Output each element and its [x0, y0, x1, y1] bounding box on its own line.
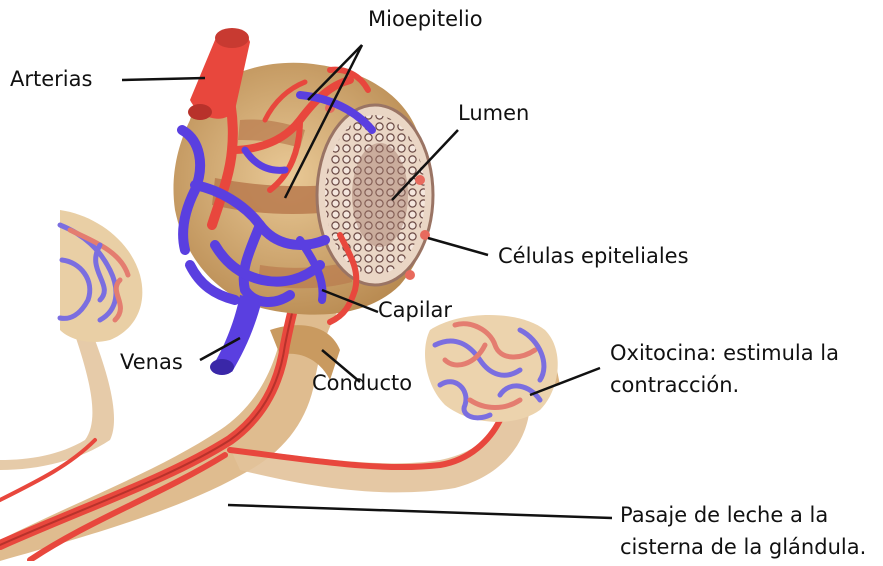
label-pasaje-line1: Pasaje de leche a la — [620, 502, 828, 529]
pasaje-leader — [228, 505, 612, 518]
label-arterias: Arterias — [10, 66, 92, 93]
label-pasaje-line2: cisterna de la glándula. — [620, 534, 866, 561]
left-alveolus — [60, 210, 142, 342]
label-lumen: Lumen — [458, 100, 529, 127]
label-oxitocina-line1: Oxitocina: estimula la — [610, 340, 839, 367]
label-venas: Venas — [120, 349, 183, 376]
label-conducto: Conducto — [312, 370, 412, 397]
label-mioepitelio: Mioepitelio — [368, 6, 483, 33]
label-celulas-epiteliales: Células epiteliales — [498, 243, 689, 270]
vein-trunk — [210, 295, 262, 375]
celulas-leader — [428, 238, 488, 255]
label-capilar: Capilar — [378, 297, 452, 324]
arterias-leader — [122, 78, 205, 80]
label-oxitocina-line2: contracción. — [610, 372, 739, 399]
right-alveolus — [425, 315, 558, 422]
